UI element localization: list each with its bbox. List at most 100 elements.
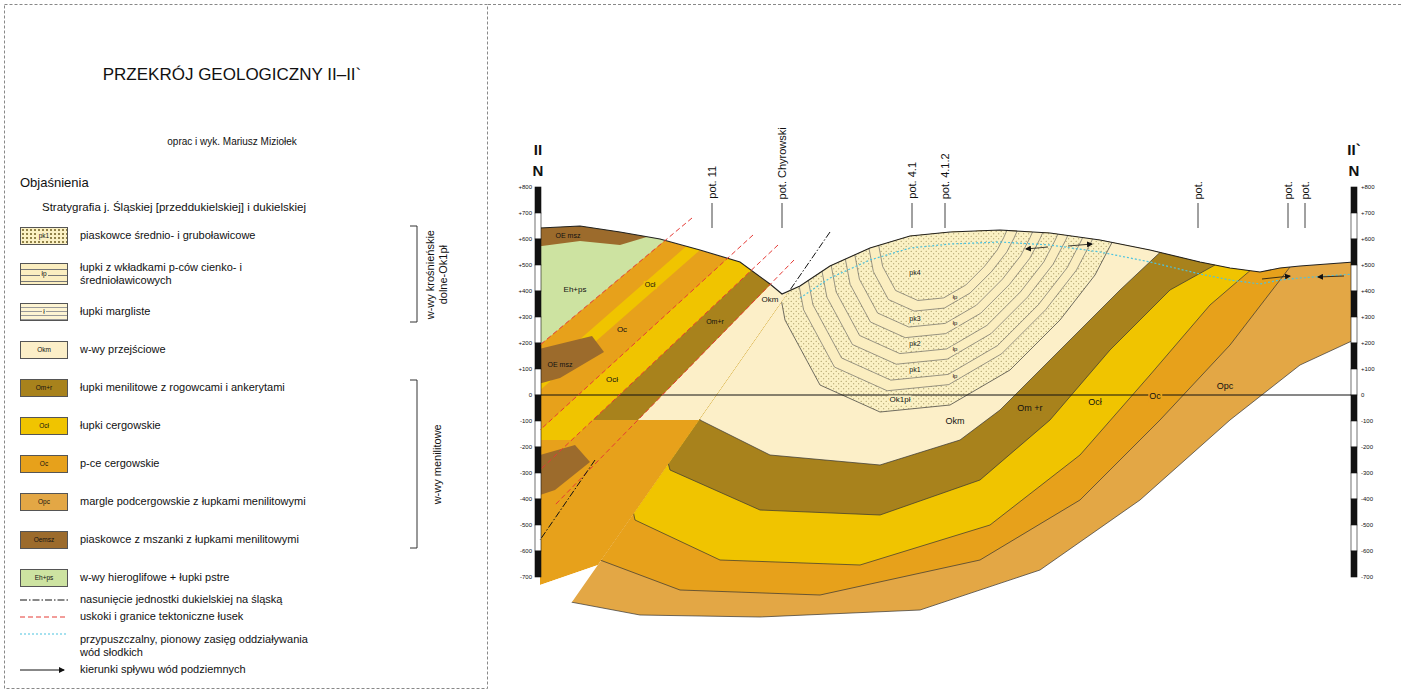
- elevation-label: -200: [1361, 444, 1373, 451]
- overlay-lines: [540, 203, 1344, 540]
- scale-bar: [1351, 317, 1357, 343]
- contact-line: [620, 150, 1215, 515]
- elevation-label: -200: [520, 444, 532, 451]
- scale-bar: [535, 239, 541, 265]
- unit-code: pk1: [38, 233, 50, 240]
- unit-code: Oemsz: [33, 537, 56, 544]
- shale-band: [782, 187, 1116, 391]
- shale-band: [809, 195, 1086, 364]
- legend-text: nasunięcie jednostki dukielskiej na śląs…: [80, 593, 400, 606]
- stream-label: pot. 4.1: [906, 162, 919, 199]
- topography-line: [540, 226, 1354, 294]
- legend-text: łupki cergowskie: [80, 419, 400, 432]
- elevation-label: +200: [518, 340, 532, 347]
- groundwater-arrow: [1318, 276, 1344, 277]
- legend-bracket: [410, 226, 417, 322]
- legend-text: łupki menilitowe z rogowcami i ankerytam…: [80, 381, 400, 394]
- bed-line: [792, 190, 1104, 380]
- unit-label: Eh+ps: [563, 286, 588, 295]
- thrust-line: [790, 232, 830, 290]
- elevation-label: -500: [520, 522, 532, 529]
- legend-text: piaskowce z mszanki z łupkami menilitowy…: [80, 533, 400, 546]
- section-end-label: II`: [1347, 141, 1360, 158]
- elevation-label: +300: [1361, 314, 1375, 321]
- legend-text: w-wy hieroglifowe + łupki pstre: [80, 571, 400, 584]
- elevation-label: +500: [1361, 262, 1375, 269]
- scale-bar: [1351, 551, 1357, 577]
- unit-label: Okm: [945, 417, 966, 427]
- groundwater-arrow: [1068, 244, 1092, 246]
- unit-label: łp: [952, 320, 959, 327]
- scale-bar: [535, 551, 541, 577]
- elevation-label: 0: [1361, 392, 1364, 399]
- group-bracket-label: w-wy krośnieńskie dolne-Ok1pł: [424, 220, 449, 328]
- unit-label: pk4: [908, 270, 921, 278]
- scale-bar: [535, 213, 541, 239]
- unit-code: Eh+ps: [34, 575, 55, 582]
- unit-label: pk1: [908, 366, 921, 374]
- scale-bar: [535, 525, 541, 551]
- scale-bar: [535, 317, 541, 343]
- elevation-label: +300: [518, 314, 532, 321]
- contact-line: [530, 150, 1354, 617]
- legend-line-sample: [20, 600, 68, 601]
- contact-line: [560, 150, 1290, 595]
- legend-text: margle podcergowskie z łupkami menilitow…: [80, 495, 400, 508]
- scale-bar: [535, 447, 541, 473]
- scale-bar: [1351, 213, 1357, 239]
- stream-tick: [782, 203, 783, 228]
- elevation-label: +600: [518, 236, 532, 243]
- scale-bar: [1351, 395, 1357, 421]
- unit-code: Opc: [37, 499, 51, 506]
- unit-code: Ocł: [38, 423, 50, 430]
- bed-line: [836, 203, 1056, 338]
- elevation-label: -300: [1361, 470, 1373, 477]
- elevation-label: -700: [1361, 574, 1373, 581]
- section-end-label: II: [534, 141, 542, 158]
- elevation-label: +100: [518, 366, 532, 373]
- stream-tick: [945, 203, 946, 228]
- title: PRZEKRÓJ GEOLOGICZNY II–II`: [103, 65, 362, 85]
- legend-samples: [20, 226, 417, 670]
- shale-band: [863, 211, 1026, 311]
- scale-bar: [1351, 525, 1357, 551]
- elevation-label: -600: [1361, 548, 1373, 555]
- scale-bar: [535, 473, 541, 499]
- contact-line: [590, 150, 1250, 565]
- scale-bar: [1351, 473, 1357, 499]
- legend-heading: Objaśnienia: [20, 176, 89, 191]
- unit-label: łp: [952, 293, 959, 300]
- unit-fill: [535, 336, 604, 385]
- unit-fill: [535, 220, 650, 247]
- section-panel-frame: [488, 4, 1401, 5]
- unit-label: Om+r: [705, 318, 725, 326]
- bed-line: [873, 215, 1014, 301]
- scale-bar: [535, 421, 541, 447]
- legend-swatch: Oc: [20, 455, 68, 473]
- scale-bar: [1351, 447, 1357, 473]
- fault-line: [540, 235, 753, 430]
- unit-fill: [530, 150, 1354, 617]
- elevation-label: +100: [1361, 366, 1375, 373]
- author-note: oprac i wyk. Mariusz Miziołek: [167, 136, 296, 148]
- legend-text: uskoki i granice tektoniczne łusek: [80, 610, 400, 623]
- elevation-label: -500: [1361, 522, 1373, 529]
- section-end-label: N: [533, 162, 544, 179]
- stream-tick: [712, 203, 713, 228]
- groundwater-arrow: [1026, 247, 1048, 249]
- legend-text: przypuszczalny, pionowy zasięg oddziaływ…: [80, 633, 325, 659]
- unit-label: łp: [952, 372, 959, 379]
- scale-bar: [535, 395, 541, 421]
- scale-bar: [535, 343, 541, 369]
- bed-line: [863, 211, 1026, 311]
- stream-tick: [1305, 203, 1306, 228]
- group-bracket-label: w-wy menilitowe: [431, 424, 444, 504]
- legend-swatch: Oemsz: [20, 531, 68, 549]
- elevation-label: -100: [520, 418, 532, 425]
- unit-code: ł: [42, 309, 45, 316]
- shale-bands: [782, 187, 1116, 391]
- unit-label: Om +r: [1016, 404, 1043, 414]
- unit-label: OE msz: [555, 232, 582, 240]
- legend-swatch: Eh+ps: [20, 569, 68, 587]
